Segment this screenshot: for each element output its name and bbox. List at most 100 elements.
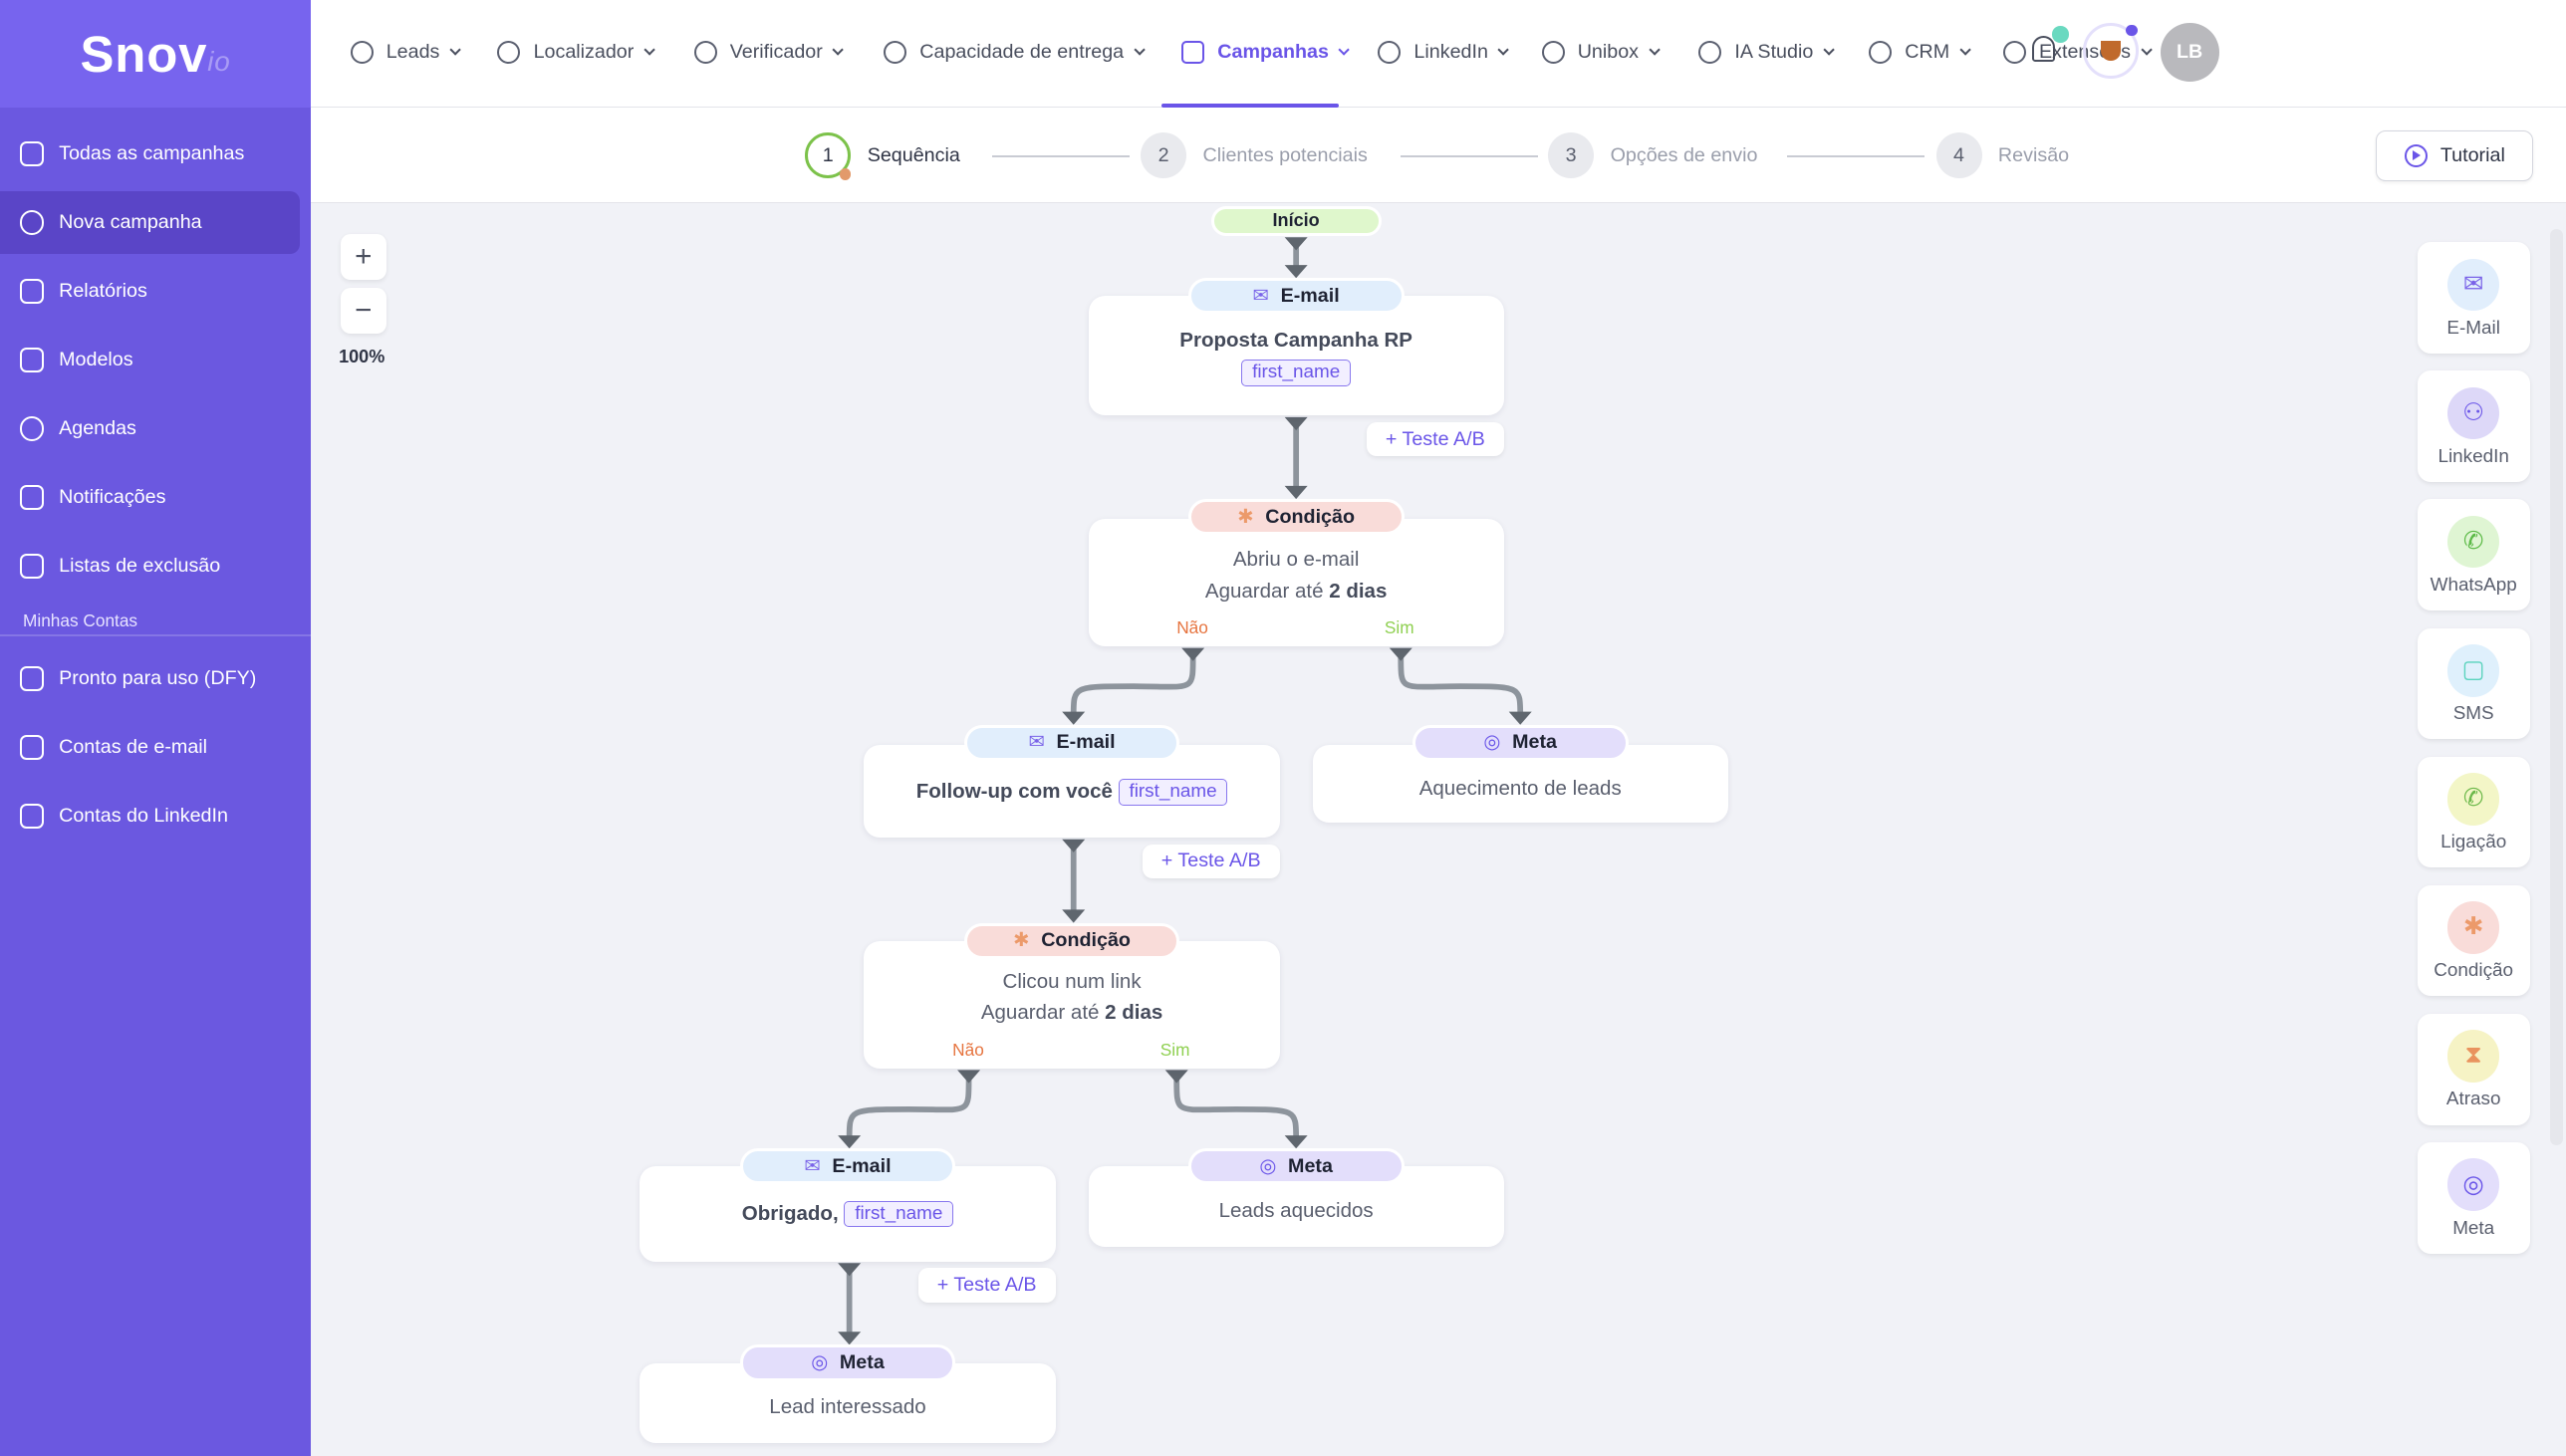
nav-label: LinkedIn [1413,41,1488,64]
chevron-down-icon [832,44,845,56]
sidebar-item-label: Nova campanha [59,210,202,233]
palette-item-label: Condição [2434,960,2514,982]
ab-test-button[interactable]: + Teste A/B [1366,421,1504,457]
nav-label: Unibox [1577,41,1640,64]
arrow-out-icon [1164,1070,1188,1084]
arrow-in-icon [838,1135,862,1149]
linkedin-icon [1378,41,1402,65]
email-subject-row: Follow-up com você first_name [864,779,1279,806]
palette-item-linkedin[interactable]: ⚇LinkedIn [2417,370,2530,482]
sidebar-item[interactable]: Modelos [0,329,300,390]
mail-icon: ✉ [2446,258,2500,312]
sidebar-item[interactable]: Nova campanha [0,191,300,254]
avatar[interactable]: LB [2160,23,2219,83]
whatsapp-icon: ✆ [2446,515,2500,569]
condition-wait: Aguardar até 2 dias [864,1001,1279,1026]
search-icon [497,41,521,65]
asterisk-icon: ✱ [1013,929,1030,952]
sidebar-item[interactable]: Notificações [0,466,300,528]
nav-leads[interactable]: Leads [350,36,461,69]
nav-label: Verificador [729,41,823,64]
arrow-out-icon [1389,647,1412,661]
ab-test-button[interactable]: + Teste A/B [917,1268,1056,1303]
arrow-in-icon [1508,711,1532,725]
nav-linkedin[interactable]: LinkedIn [1378,36,1510,69]
scrollbar[interactable] [2549,229,2563,1145]
zoom-out-button[interactable]: − [340,288,386,335]
trophy-icon[interactable] [2083,23,2140,79]
email-node-header: ✉E-mail [1187,278,1405,315]
step-status-dot [839,168,852,180]
palette-item-ligação[interactable]: ✆Ligação [2417,756,2530,868]
chevron-down-icon [449,44,461,56]
step-connector [1401,155,1539,157]
palette-item-meta[interactable]: ◎Meta [2417,1142,2530,1254]
step-3-label[interactable]: Opções de envio [1610,143,1758,166]
sidebar-item[interactable]: Listas de exclusão [0,535,300,597]
palette-item-condição[interactable]: ✱ Condição [2417,884,2530,997]
check-circle-icon [693,41,717,65]
palette-item-sms[interactable]: ▢SMS [2417,627,2530,740]
nav-ia-studio[interactable]: IA Studio [1698,36,1835,69]
wait-prefix: Aguardar até [1204,579,1330,603]
sidebar-item[interactable]: Agendas [0,397,300,459]
node-type-label: Condição [1265,505,1356,528]
zoom-in-button[interactable]: + [340,233,386,280]
template-icon [19,348,45,372]
sidebar-item-label: Listas de exclusão [59,554,221,577]
palette-item-atraso[interactable]: ⧗Atraso [2417,1013,2530,1125]
sidebar-account-item[interactable]: Contas de e-mail [0,717,300,779]
nav-unibox[interactable]: Unibox [1541,36,1661,69]
notification-dot [2052,26,2069,43]
nav-capacidade-de-entrega[interactable]: Capacidade de entrega [884,36,1146,69]
step-3-circle[interactable]: 3 [1548,132,1595,179]
mail-icon [1181,41,1205,65]
chevron-down-icon [1823,44,1835,56]
ab-test-button[interactable]: + Teste A/B [1142,844,1280,879]
nav-localizador[interactable]: Localizador [497,36,655,69]
start-label: Início [1272,209,1320,230]
bell-icon[interactable] [2032,36,2056,63]
palette-item-whatsapp[interactable]: ✆WhatsApp [2417,499,2530,611]
sidebar-item-label: Pronto para uso (DFY) [59,667,257,690]
variable-tag: first_name [844,1200,954,1228]
chevron-down-icon [1648,44,1661,56]
divider [0,634,312,637]
play-icon [2404,144,2428,168]
mail-icon: ✉ [1252,284,1270,307]
step-2-circle[interactable]: 2 [1141,132,1187,179]
connector-curve [1398,657,1524,715]
node-type-label: Meta [839,1350,885,1373]
palette-item-e-mail[interactable]: ✉E-Mail [2417,242,2530,354]
nav-crm[interactable]: CRM [1869,36,1971,69]
branch-yes-label: Sim [1384,617,1414,637]
people-icon: ⚇ [2446,386,2500,440]
variable-tag: first_name [1241,360,1352,387]
step-4-label[interactable]: Revisão [1997,143,2070,166]
step-2-label[interactable]: Clientes potenciais [1202,143,1368,166]
sidebar-item-label: Modelos [59,348,133,370]
nav-campanhas[interactable]: Campanhas [1181,36,1351,69]
sidebar-account-item[interactable]: Pronto para uso (DFY) [0,648,300,710]
list-icon [19,554,45,579]
sidebar-item[interactable]: Relatórios [0,260,300,322]
connector-curve [1173,1080,1300,1139]
sms-icon: ▢ [2446,643,2500,697]
node-type-label: Meta [1288,1154,1333,1177]
email-subject: Proposta Campanha RP [1179,329,1412,353]
start-node[interactable]: Início [1210,206,1382,236]
step-1-label[interactable]: Sequência [867,143,960,166]
branch-no-label: Não [952,1039,984,1060]
sidebar-account-item[interactable]: Contas do LinkedIn [0,786,300,848]
asterisk-icon: ✱ [2446,901,2500,954]
tutorial-button[interactable]: Tutorial [2376,130,2534,182]
mail-icon [19,141,45,166]
nav-verificador[interactable]: Verificador [693,36,845,69]
email-node[interactable]: Proposta Campanha RP first_name [1088,296,1504,416]
step-4-circle[interactable]: 4 [1935,132,1982,179]
plus-circle-icon [19,210,45,235]
sidebar-item[interactable]: Todas as campanhas [0,122,300,184]
